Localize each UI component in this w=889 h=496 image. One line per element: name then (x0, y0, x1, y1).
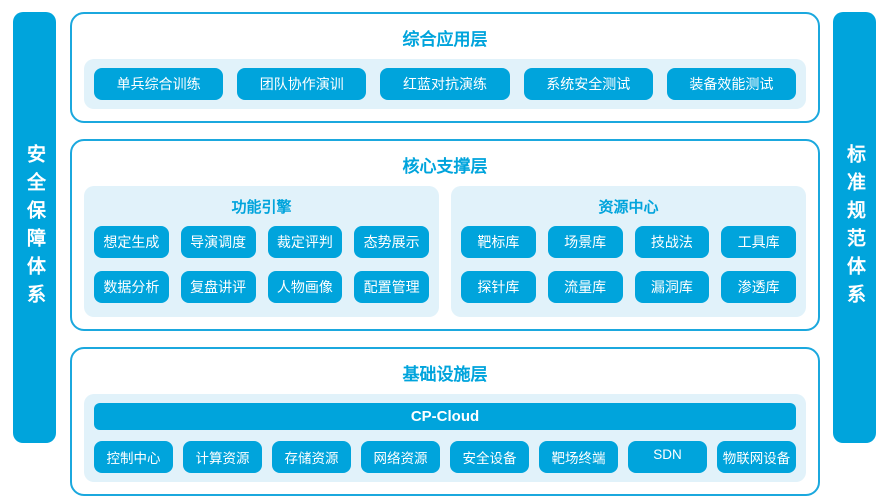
node-personnel-profile: 人物画像 (267, 271, 343, 303)
node-network-resources: 网络资源 (361, 441, 440, 473)
standards-specification-label: 标准规范体系 (844, 143, 865, 312)
node-replay-review: 复盘讲评 (180, 271, 256, 303)
core-support-layer-title: 核心支撑层 (402, 157, 488, 176)
node-sdn: SDN (628, 441, 707, 473)
cp-cloud-bar: CP-Cloud (94, 403, 796, 430)
node-team-exercise: 团队协作演训 (237, 68, 367, 100)
node-tactics-library: 技战法 (634, 226, 710, 258)
node-adjudication: 裁定评判 (267, 226, 343, 258)
node-equipment-effectiveness-test: 装备效能测试 (666, 68, 797, 100)
resource-center-panel: 资源中心 靶标库 场景库 技战法 工具库 探针库 流量库 漏洞库 渗透库 (451, 186, 806, 317)
node-individual-training: 单兵综合训练 (94, 68, 224, 100)
node-traffic-library: 流量库 (547, 271, 623, 303)
node-storage-resources: 存储资源 (272, 441, 351, 473)
node-vulnerability-library: 漏洞库 (634, 271, 710, 303)
node-red-blue-confrontation: 红蓝对抗演练 (380, 68, 510, 100)
node-range-terminals: 靶场终端 (539, 441, 618, 473)
node-tool-library: 工具库 (721, 226, 796, 258)
node-data-analysis: 数据分析 (94, 271, 169, 303)
node-situation-display: 态势展示 (354, 226, 429, 258)
core-support-layer: 核心支撑层 功能引擎 想定生成 导演调度 裁定评判 态势展示 数据分析 复盘讲评… (70, 139, 820, 331)
node-scenario-generation: 想定生成 (94, 226, 169, 258)
security-assurance-sidebar: 安全保障体系 (13, 12, 56, 443)
node-iot-devices: 物联网设备 (717, 441, 796, 473)
node-director-scheduling: 导演调度 (180, 226, 256, 258)
node-system-security-test: 系统安全测试 (523, 68, 653, 100)
infrastructure-panel: CP-Cloud 控制中心 计算资源 存储资源 网络资源 安全设备 靶场终端 S… (84, 394, 806, 482)
application-layer-panel: 单兵综合训练 团队协作演训 红蓝对抗演练 系统安全测试 装备效能测试 (84, 59, 806, 109)
infrastructure-layer-title: 基础设施层 (402, 365, 488, 384)
node-probe-library: 探针库 (461, 271, 536, 303)
node-target-library: 靶标库 (461, 226, 536, 258)
node-control-center: 控制中心 (94, 441, 173, 473)
resource-center-title: 资源中心 (598, 199, 659, 216)
application-layer: 综合应用层 单兵综合训练 团队协作演训 红蓝对抗演练 系统安全测试 装备效能测试 (70, 12, 820, 123)
security-assurance-label: 安全保障体系 (24, 143, 45, 312)
node-compute-resources: 计算资源 (183, 441, 262, 473)
standards-specification-sidebar: 标准规范体系 (833, 12, 876, 443)
node-scene-library: 场景库 (547, 226, 623, 258)
architecture-diagram: 综合应用层 单兵综合训练 团队协作演训 红蓝对抗演练 系统安全测试 装备效能测试… (70, 12, 820, 496)
function-engine-title: 功能引擎 (231, 199, 292, 216)
function-engine-panel: 功能引擎 想定生成 导演调度 裁定评判 态势展示 数据分析 复盘讲评 人物画像 … (84, 186, 439, 317)
node-penetration-library: 渗透库 (721, 271, 796, 303)
node-security-devices: 安全设备 (450, 441, 529, 473)
node-configuration-management: 配置管理 (354, 271, 429, 303)
application-layer-title: 综合应用层 (402, 30, 488, 49)
infrastructure-layer: 基础设施层 CP-Cloud 控制中心 计算资源 存储资源 网络资源 安全设备 … (70, 347, 820, 496)
